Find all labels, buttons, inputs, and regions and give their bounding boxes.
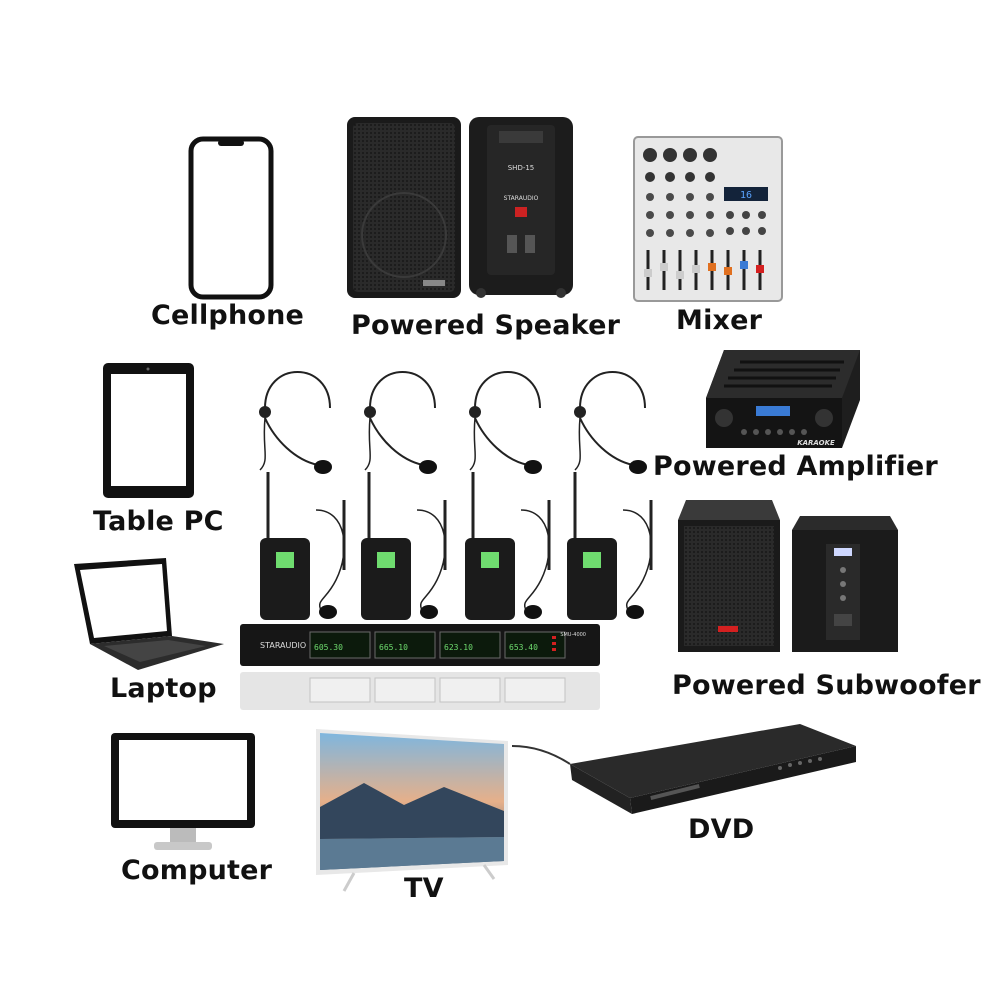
- speaker-brand-text: STARAUDIO: [504, 195, 539, 202]
- wireless-receiver-image: STARAUDIO 605.30 665.10 623.10 653.40 SM…: [240, 622, 600, 712]
- powered-amplifier-image: KARAOKE: [704, 348, 862, 452]
- headset-mic-3-image: [460, 360, 555, 478]
- tablet-image: [100, 360, 197, 501]
- receiver-channel-d-freq: 653.40: [509, 643, 538, 652]
- powered-subwoofer-front-image: [676, 498, 782, 654]
- mixer-display-text: 16: [740, 190, 752, 201]
- label-powered-subwoofer: Powered Subwoofer: [672, 670, 981, 701]
- bodypack-transmitter-3-image: [461, 470, 561, 620]
- receiver-channel-c-freq: 623.10: [444, 643, 473, 652]
- speaker-model-text: SHD-15: [508, 164, 535, 172]
- label-table-pc: Table PC: [93, 506, 224, 537]
- label-mixer: Mixer: [676, 305, 763, 336]
- powered-subwoofer-back-image: [790, 514, 900, 654]
- label-powered-speaker: Powered Speaker: [351, 310, 621, 341]
- computer-monitor-image: [108, 730, 258, 854]
- laptop-image: [68, 558, 228, 676]
- headset-mic-2-image: [355, 360, 450, 478]
- label-dvd: DVD: [688, 814, 755, 845]
- label-tv: TV: [404, 873, 444, 904]
- dvd-player-image: [510, 716, 860, 826]
- bodypack-transmitter-2-image: [357, 470, 457, 620]
- amplifier-badge-text: KARAOKE: [797, 439, 835, 447]
- tv-image: [314, 727, 514, 895]
- receiver-channel-b-freq: 665.10: [379, 643, 408, 652]
- powered-speaker-back-image: SHD-15 STARAUDIO: [467, 115, 575, 300]
- receiver-brand-text: STARAUDIO: [260, 641, 306, 650]
- label-laptop: Laptop: [110, 673, 217, 704]
- label-cellphone: Cellphone: [151, 300, 305, 331]
- label-computer: Computer: [121, 855, 273, 886]
- bodypack-transmitter-4-image: [563, 470, 663, 620]
- cellphone-image: [188, 136, 274, 300]
- receiver-channel-a-freq: 605.30: [314, 643, 343, 652]
- receiver-model-text: SMU-4000: [560, 632, 586, 638]
- mixer-image: 16: [632, 135, 784, 303]
- headset-mic-4-image: [565, 360, 660, 478]
- label-powered-amplifier: Powered Amplifier: [653, 451, 938, 482]
- headset-mic-1-image: [250, 360, 345, 478]
- powered-speaker-front-image: [345, 115, 463, 300]
- bodypack-transmitter-1-image: [256, 470, 356, 620]
